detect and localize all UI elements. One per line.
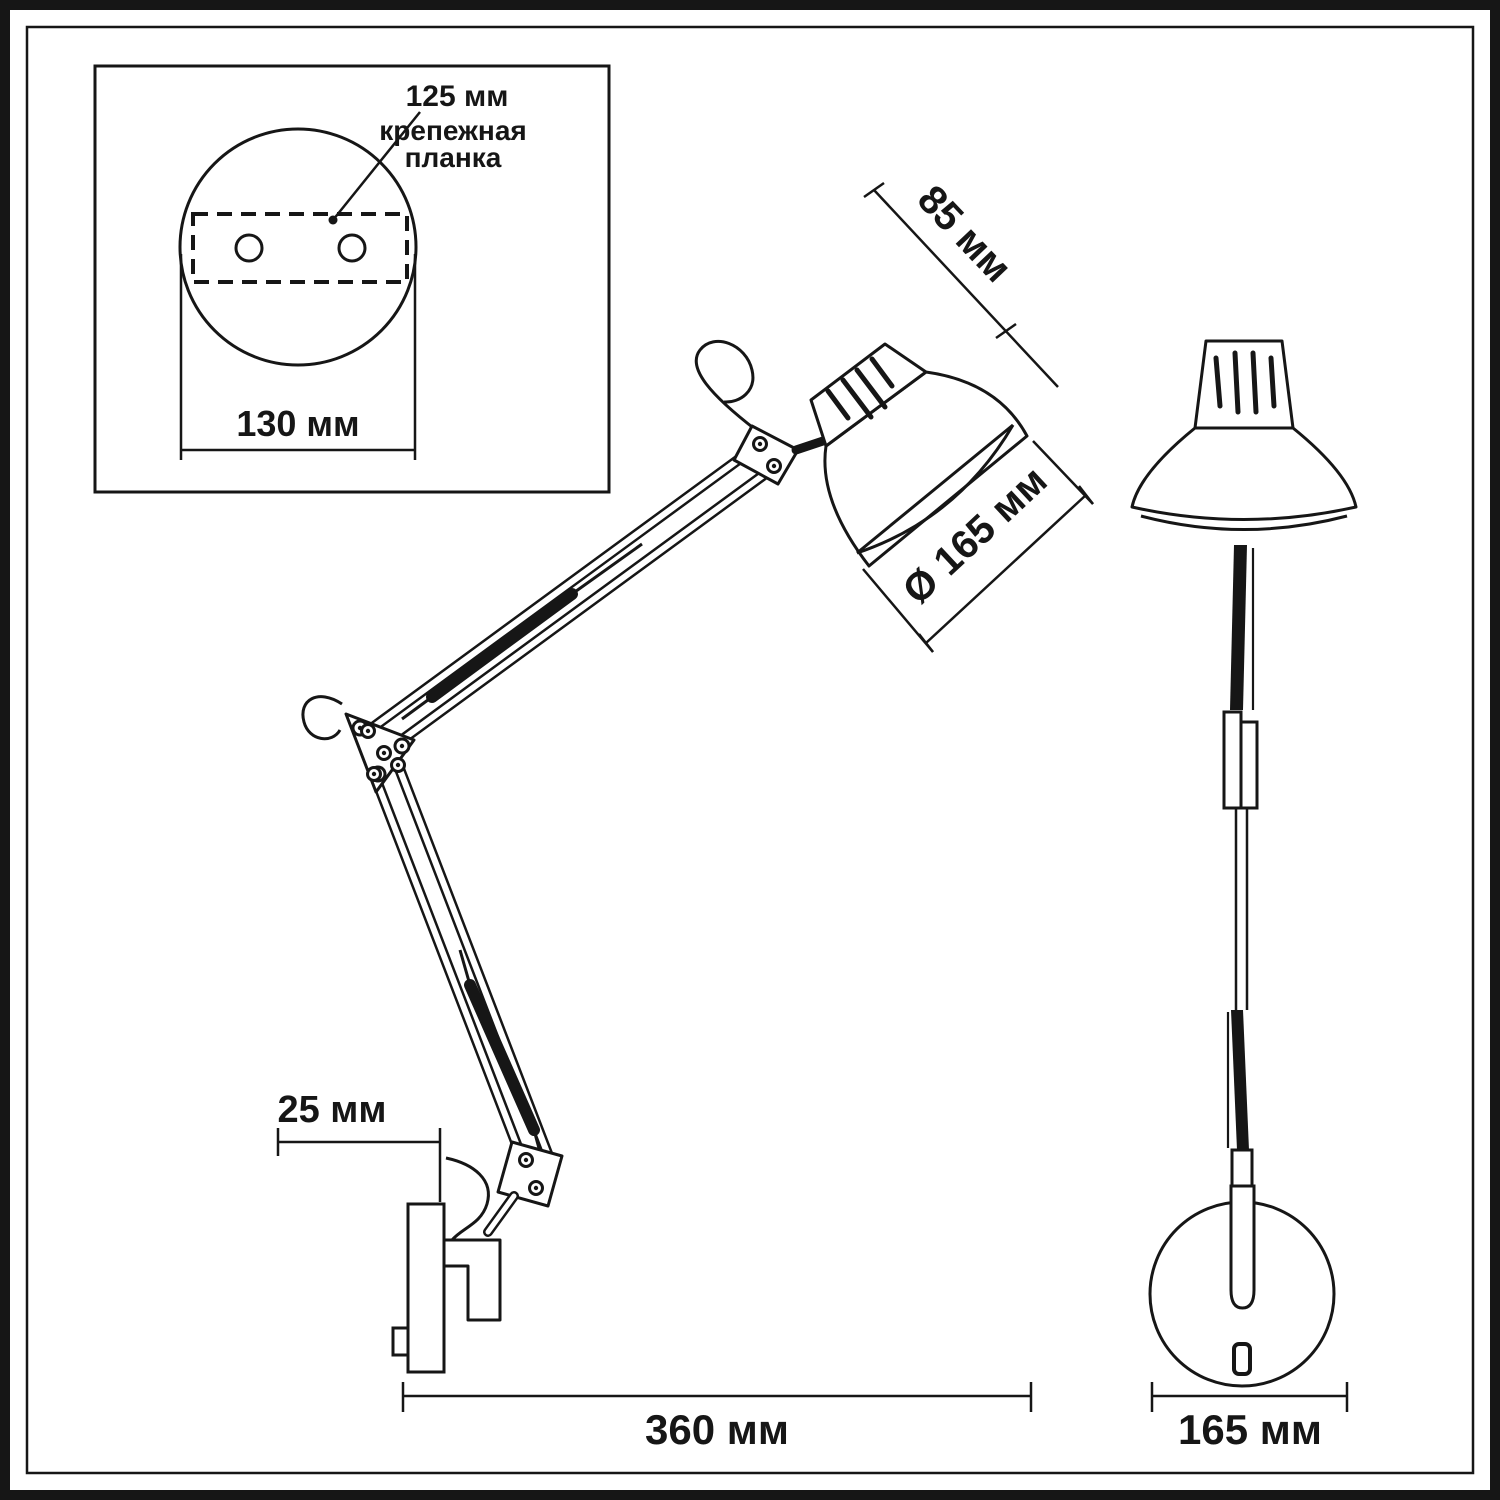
upper-spring-hook (571, 542, 643, 596)
shade-cap (809, 342, 928, 448)
dim-85-line (873, 189, 1059, 388)
shade-rim-line (856, 423, 1014, 555)
label-bracket-line1: крепежная (379, 115, 526, 146)
elbow-hook (301, 695, 343, 741)
front-view-lamp: 165 мм (1130, 339, 1358, 1453)
shade-rim-front (1140, 514, 1348, 531)
side-view-lamp: 85 мм Ø 165 мм 25 мм 360 мм (276, 177, 1094, 1453)
shade-vents-front (1213, 350, 1277, 415)
lower-arm-spring (464, 979, 540, 1136)
front-joint-plate1 (1222, 710, 1243, 810)
inset-border (93, 64, 611, 494)
front-stem (1229, 1184, 1256, 1310)
label-165mm: 165 мм (1178, 1406, 1322, 1453)
dim-d165-line (925, 494, 1087, 644)
upper-spring-hook2 (401, 695, 433, 721)
dim-85-tick2 (995, 322, 1017, 340)
dim-165: 165 мм (1150, 1382, 1349, 1453)
dim-85-tick1 (863, 181, 885, 199)
dim-360: 360 мм (401, 1382, 1033, 1453)
mounting-plate-inset: 125 мм крепежная планка 130 мм (93, 64, 611, 494)
switch-knob-side (391, 1326, 410, 1357)
dim-d165-tick2 (1078, 485, 1094, 505)
lamp-shade-side (809, 342, 1029, 568)
label-25mm: 25 мм (277, 1089, 386, 1131)
shade-bell-front (1130, 426, 1358, 521)
dim-d165-tick1 (918, 633, 934, 653)
upper-arm (362, 435, 786, 759)
front-joint-plate2 (1239, 720, 1259, 810)
label-bracket-line2: планка (405, 142, 502, 173)
head-joint-plate (732, 424, 800, 486)
dim-d165-ext2 (1032, 440, 1094, 505)
power-cord-bottom (445, 1156, 490, 1242)
shade-cap-front (1193, 339, 1295, 430)
wall-plate-side (406, 1202, 446, 1374)
leader-line (332, 111, 421, 221)
lower-arm (368, 759, 556, 1175)
wall-mount (391, 1156, 502, 1374)
mount-bracket (442, 1238, 502, 1322)
label-125mm: 125 мм (406, 80, 509, 113)
shade-link (791, 435, 831, 455)
wall-joint (483, 1140, 564, 1237)
front-lower-spring (1231, 1010, 1249, 1150)
mounting-plate-circle (178, 127, 418, 367)
front-upper-spring (1230, 545, 1247, 710)
shade-vents-side (825, 356, 895, 421)
upper-arm-spring (426, 588, 578, 703)
screw-hole-right (337, 233, 367, 263)
label-360mm: 360 мм (645, 1406, 789, 1453)
switch-slot-front (1232, 1342, 1252, 1376)
shade-opening-arc (856, 424, 1015, 555)
power-cord-loop-top (694, 339, 757, 432)
lower-spring-hook (458, 949, 472, 986)
label-130mm: 130 мм (236, 403, 359, 444)
dim-25: 25 мм (276, 1089, 442, 1202)
mounting-bar-dashed (191, 212, 409, 284)
wall-joint-plate (496, 1140, 564, 1208)
screw-hole-left (234, 233, 264, 263)
shade-bell (823, 370, 1029, 568)
